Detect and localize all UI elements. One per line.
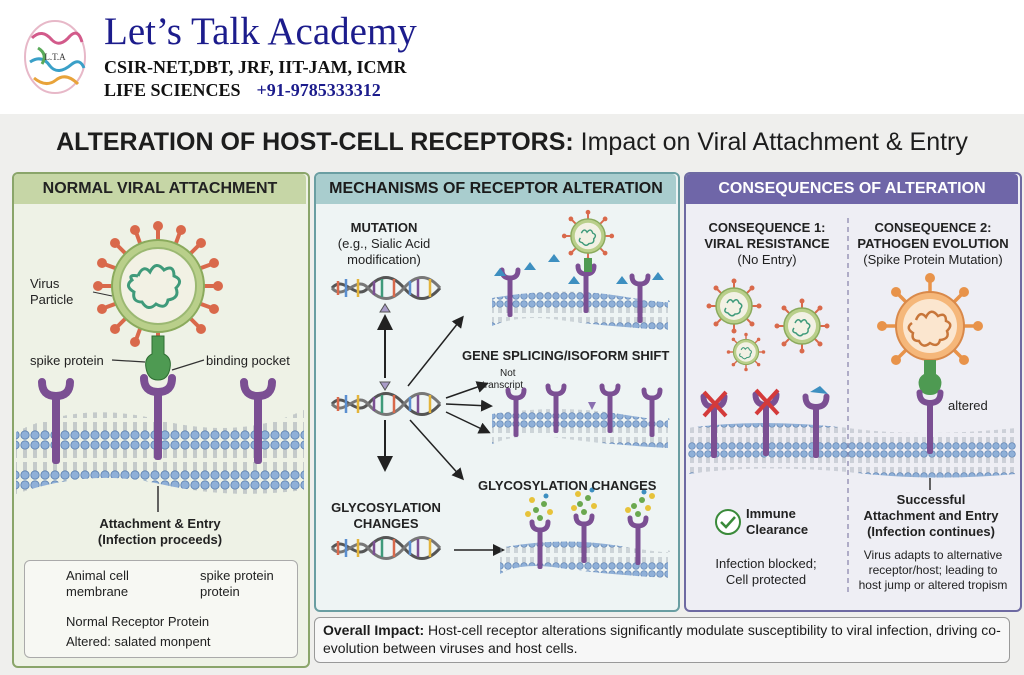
virus-small-mutation	[560, 208, 616, 264]
header: L.T.A Let’s Talk Academy CSIR-NET,DBT, J…	[0, 0, 1024, 112]
subject: LIFE SCIENCES	[104, 80, 241, 100]
glyco-right-label: GLYCOSYLATION CHANGES	[478, 478, 657, 493]
legend-receptor-label: Normal Receptor Protein	[66, 614, 210, 629]
virus-small-3	[726, 332, 766, 372]
check-icon	[715, 509, 741, 535]
legend	[24, 560, 298, 658]
consequences-figure	[688, 218, 1016, 592]
blocked-text: Infection blocked;Cell protected	[715, 556, 817, 587]
evolved-virus	[877, 273, 983, 365]
glycan-chains	[525, 487, 655, 521]
legend-altered-label: Altered: salated monpent	[66, 634, 211, 649]
consequence1-title: CONSEQUENCE 1:VIRAL RESISTANCE(No Entry)	[704, 220, 830, 267]
altered-label: altered	[948, 398, 988, 413]
membrane-splicing	[492, 409, 670, 448]
brand-name: Let’s Talk Academy	[104, 10, 417, 53]
normal-attachment-figure	[16, 219, 304, 512]
subject-line: LIFE SCIENCES +91-9785333312	[104, 78, 417, 102]
panel-consequences	[684, 172, 1022, 612]
overall-impact-box: Overall Impact: Host-cell receptor alter…	[314, 617, 1010, 663]
virus-particle	[91, 219, 225, 353]
exam-list: CSIR-NET,DBT, JRF, IIT-JAM, ICMR	[104, 57, 407, 77]
attachment-result: Attachment & Entry(Infection proceeds)	[97, 516, 223, 547]
svg-text:L.T.A: L.T.A	[44, 52, 66, 62]
academy-logo: L.T.A	[24, 20, 86, 94]
virus-small-2	[773, 297, 831, 355]
dna-mutation-icon	[330, 276, 442, 300]
overall-label: Overall Impact:	[323, 622, 425, 638]
page-title: ALTERATION OF HOST-CELL RECEPTORS: Impac…	[0, 128, 1024, 157]
membrane-consequences	[688, 423, 1016, 478]
brand-block: Let’s Talk Academy CSIR-NET,DBT, JRF, II…	[104, 10, 417, 102]
panel2-heading: MECHANISMS OF RECEPTOR ALTERATION	[316, 174, 676, 204]
block-x-icons	[702, 388, 780, 418]
title-rest: Impact on Viral Attachment & Entry	[573, 128, 968, 156]
spike-label: spike protein	[30, 353, 104, 368]
mechanisms-figure	[330, 208, 670, 578]
dna-center-icon	[330, 392, 442, 416]
virus-small-1	[705, 277, 763, 335]
consequence2-title: CONSEQUENCE 2:PATHOGEN EVOLUTION(Spike P…	[857, 220, 1009, 267]
pocket-label: binding pocket	[206, 353, 290, 368]
phone-number: +91-9785333312	[256, 80, 381, 100]
membrane-mutation	[492, 291, 670, 330]
dna-glyco-icon	[330, 536, 442, 560]
panel3-heading: CONSEQUENCES OF ALTERATION	[686, 174, 1018, 204]
spike-protein-icon	[145, 335, 171, 381]
title-bold: ALTERATION OF HOST-CELL RECEPTORS:	[56, 128, 574, 156]
panel1-heading: NORMAL VIRAL ATTACHMENT	[14, 174, 306, 204]
splicing-label: GENE SPLICING/ISOFORM SHIFT	[462, 348, 670, 363]
overall-text: Host-cell receptor alterations significa…	[323, 622, 1001, 656]
